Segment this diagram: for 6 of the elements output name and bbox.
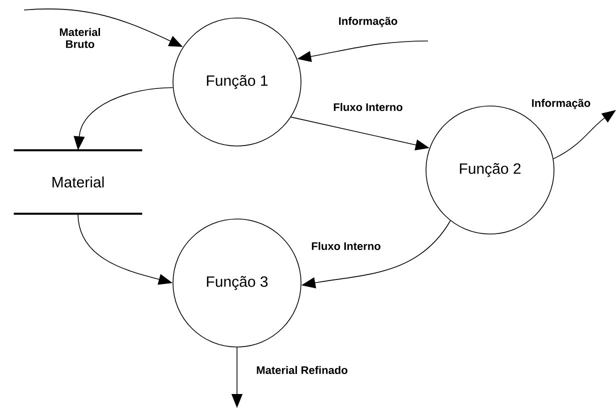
edge-label: Informação <box>337 16 399 28</box>
data-store: Material <box>14 149 142 215</box>
edge-label: Material Refinado <box>255 364 349 376</box>
edge-label: Fluxo Interno <box>310 240 382 252</box>
edge-label: Material Bruto <box>54 26 106 50</box>
edge-label: Fluxo Interno <box>332 102 404 112</box>
